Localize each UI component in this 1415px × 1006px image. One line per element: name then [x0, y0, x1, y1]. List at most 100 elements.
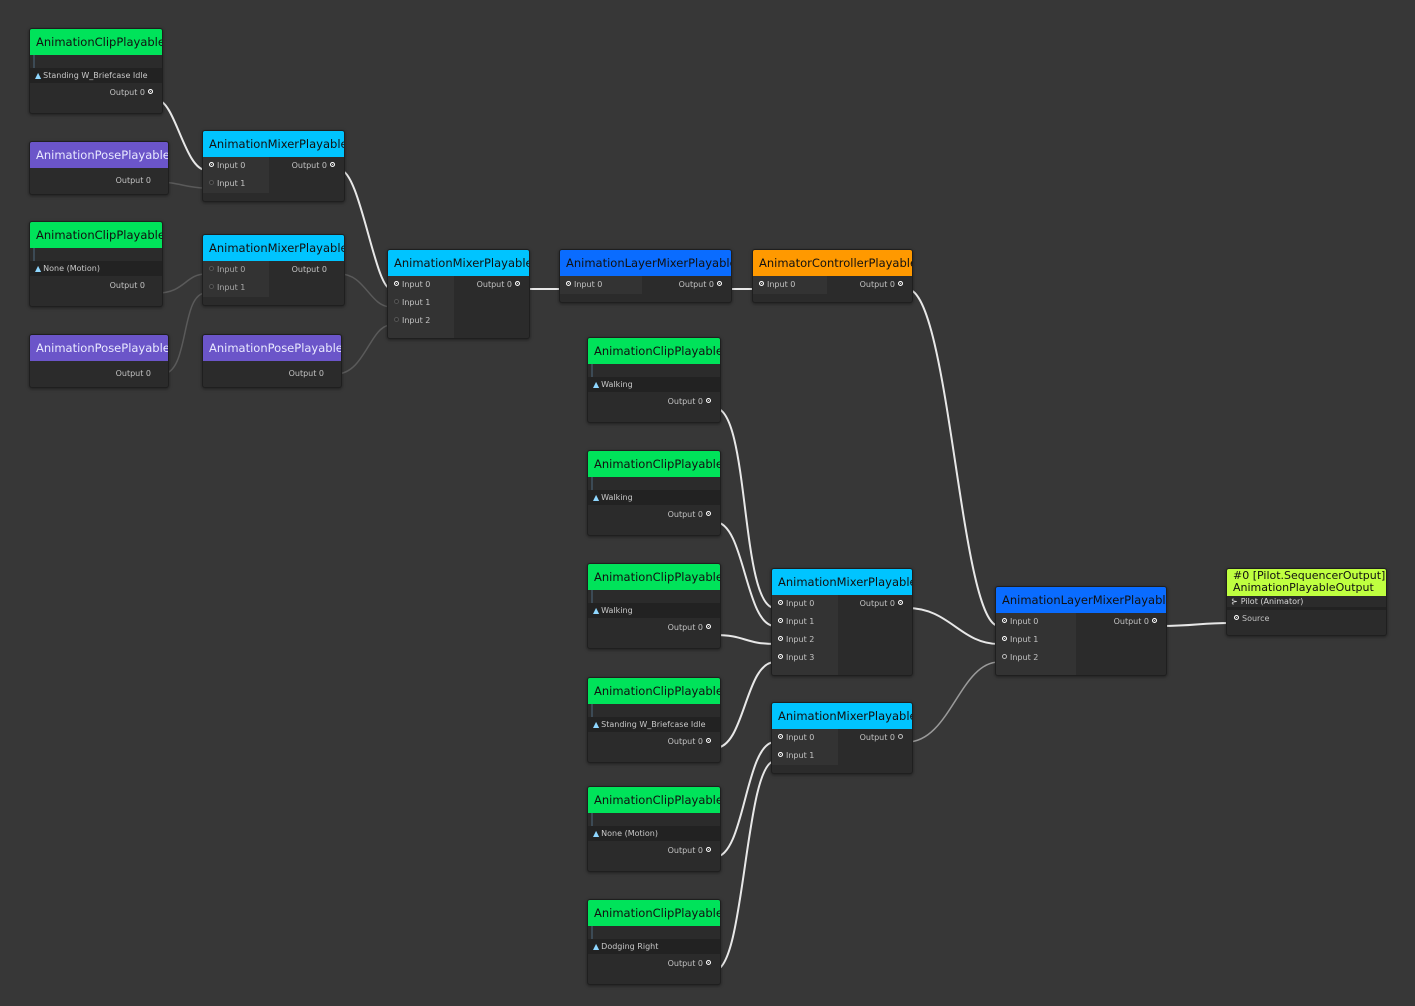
output-port[interactable]	[898, 734, 903, 739]
wire-clip2-to-mixer2	[156, 273, 207, 294]
node-mixer5[interactable]: AnimationMixerPlayable Input 0 Input 1 O…	[771, 702, 913, 774]
node-ports: Input 0 Output 0	[753, 276, 912, 294]
input-port[interactable]	[778, 636, 783, 641]
animation-clip-icon: ▲	[35, 71, 42, 80]
node-layer1[interactable]: AnimationLayerMixerPlayable Input 0 Outp…	[559, 249, 732, 303]
output-port-row: Output 0	[30, 276, 162, 296]
source-port[interactable]	[1234, 615, 1239, 620]
port-label: Input 2	[786, 635, 815, 644]
animation-clip-icon: ▲	[593, 493, 600, 502]
input-port[interactable]	[778, 600, 783, 605]
animation-clip-icon: ▲	[593, 380, 600, 389]
input-port[interactable]	[778, 734, 783, 739]
node-ports: Input 0 Input 1 Output 0	[203, 261, 344, 297]
input-port[interactable]	[209, 180, 214, 185]
node-mixer1[interactable]: AnimationMixerPlayable Input 0 Input 1 O…	[202, 130, 345, 202]
output-port[interactable]	[330, 162, 335, 167]
node-clip3[interactable]: AnimationClipPlayable ▲Walking Output 0	[587, 337, 721, 423]
node-clip2[interactable]: AnimationClipPlayable ▲None (Motion) Out…	[29, 221, 163, 307]
node-mixer4[interactable]: AnimationMixerPlayable Input 0 Input 1 I…	[771, 568, 913, 676]
clip-field[interactable]: ▲Standing W_Briefcase Idle	[30, 68, 162, 83]
input-ports: Input 0 Input 1 Input 2	[996, 613, 1076, 675]
output-port[interactable]	[706, 847, 711, 852]
clip-name: Walking	[601, 606, 633, 615]
output-port[interactable]	[706, 960, 711, 965]
wire-mixer4-to-layer2	[906, 607, 1000, 645]
input-port[interactable]	[209, 266, 214, 271]
input-port[interactable]	[778, 618, 783, 623]
input-port[interactable]	[1002, 636, 1007, 641]
input-port[interactable]	[1002, 618, 1007, 623]
output-port-row: Output 0	[588, 954, 720, 974]
port-label: Input 1	[1010, 635, 1039, 644]
output-port[interactable]	[898, 281, 903, 286]
output-port[interactable]	[706, 624, 711, 629]
input-port[interactable]	[394, 281, 399, 286]
input-port[interactable]	[778, 654, 783, 659]
output-ports: Output 0	[827, 276, 912, 294]
output-port[interactable]	[515, 281, 520, 286]
node-clip4[interactable]: AnimationClipPlayable ▲Walking Output 0	[587, 450, 721, 536]
clip-field[interactable]: ▲Walking	[588, 490, 720, 505]
clip-name: Walking	[601, 380, 633, 389]
node-ports: Input 0 Input 1 Output 0	[203, 157, 344, 193]
input-port[interactable]	[759, 281, 764, 286]
wire-pose3-to-mixer3	[335, 324, 392, 375]
node-clip8[interactable]: AnimationClipPlayable ▲Dodging Right Out…	[587, 899, 721, 985]
wire-clip7-to-mixer5	[714, 741, 776, 858]
input-port[interactable]	[778, 752, 783, 757]
output-port[interactable]	[706, 398, 711, 403]
input-port[interactable]	[394, 299, 399, 304]
port-label: Input 2	[1010, 653, 1039, 662]
output-port[interactable]	[717, 281, 722, 286]
node-pose3[interactable]: AnimationPosePlayable Output 0	[202, 334, 342, 388]
node-mixer3[interactable]: AnimationMixerPlayable Input 0 Input 1 I…	[387, 249, 530, 339]
node-controller[interactable]: AnimatorControllerPlayable Input 0 Outpu…	[752, 249, 913, 303]
output-port[interactable]	[706, 511, 711, 516]
node-clip1[interactable]: AnimationClipPlayable ▲Standing W_Briefc…	[29, 28, 163, 114]
input-port[interactable]	[209, 284, 214, 289]
port-label: Output 0	[667, 959, 703, 968]
node-layer2[interactable]: AnimationLayerMixerPlayable Input 0 Inpu…	[995, 586, 1167, 676]
output-ports: Output 0	[269, 261, 344, 297]
clip-field[interactable]: ▲None (Motion)	[588, 826, 720, 841]
node-mixer2[interactable]: AnimationMixerPlayable Input 0 Input 1 O…	[202, 234, 345, 306]
output-port[interactable]	[1152, 618, 1157, 623]
input-port[interactable]	[1002, 654, 1007, 659]
clip-bar	[591, 926, 717, 939]
input-ports: Input 0 Input 1	[203, 261, 269, 297]
animator-target-row[interactable]: ⊱Pilot (Animator)	[1227, 596, 1386, 607]
clip-field[interactable]: ▲Walking	[588, 603, 720, 618]
clip-field[interactable]: ▲Dodging Right	[588, 939, 720, 954]
output-ports: Output 0	[454, 276, 529, 338]
input-port-row: Input 1	[203, 279, 269, 297]
node-title: AnimationClipPlayable	[588, 564, 720, 590]
node-clip7[interactable]: AnimationClipPlayable ▲None (Motion) Out…	[587, 786, 721, 872]
node-playable-output[interactable]: #0 [Pilot.SequencerOutput] AnimationPlay…	[1226, 568, 1387, 636]
output-port[interactable]	[898, 600, 903, 605]
node-pose1[interactable]: AnimationPosePlayable Output 0	[29, 141, 169, 195]
wire-mixer5-to-layer2	[906, 661, 1000, 743]
output-port[interactable]	[148, 89, 153, 94]
node-clip5[interactable]: AnimationClipPlayable ▲Walking Output 0	[587, 563, 721, 649]
clip-field[interactable]: ▲Standing W_Briefcase Idle	[588, 717, 720, 732]
port-label: Input 0	[574, 280, 603, 289]
input-port[interactable]	[209, 162, 214, 167]
clip-field[interactable]: ▲None (Motion)	[30, 261, 162, 276]
node-title: AnimationLayerMixerPlayable	[560, 250, 731, 276]
input-port[interactable]	[394, 317, 399, 322]
node-title: AnimationLayerMixerPlayable	[996, 587, 1166, 613]
clip-field[interactable]: ▲Walking	[588, 377, 720, 392]
input-port[interactable]	[566, 281, 571, 286]
output-port-row: Output 0	[838, 729, 912, 747]
node-clip6[interactable]: AnimationClipPlayable ▲Standing W_Briefc…	[587, 677, 721, 763]
input-port-row: Input 3	[772, 649, 838, 667]
node-title: AnimationClipPlayable	[588, 678, 720, 704]
input-port-row: Input 0	[753, 276, 827, 294]
node-title: AnimationClipPlayable	[588, 451, 720, 477]
input-port-row: Input 1	[203, 175, 269, 193]
output-port[interactable]	[706, 738, 711, 743]
node-pose2[interactable]: AnimationPosePlayable Output 0	[29, 334, 169, 388]
clip-bar	[591, 704, 717, 717]
